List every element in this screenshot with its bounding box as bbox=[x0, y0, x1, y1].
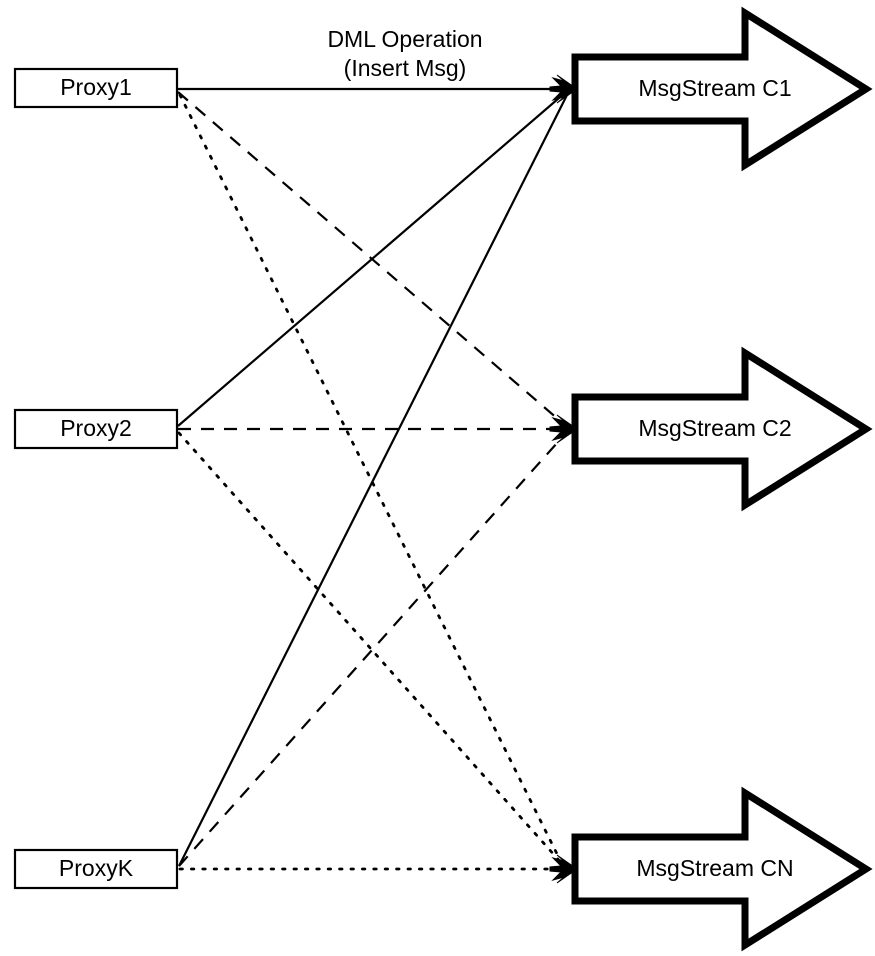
edges-layer bbox=[177, 87, 568, 871]
dml-operation-label-line1: DML Operation bbox=[327, 26, 482, 52]
proxy2-rect bbox=[13, 408, 179, 450]
edge-proxy2-to-stream-c1 bbox=[177, 91, 567, 427]
stream-cn-label: MsgStream CN bbox=[636, 855, 793, 881]
stream-cn-shape bbox=[571, 786, 873, 952]
proxyK-box[interactable]: ProxyK bbox=[13, 848, 179, 890]
arrowhead-c2 bbox=[549, 414, 578, 444]
stream-c1-shape bbox=[571, 6, 873, 172]
arrowheads-layer bbox=[549, 74, 578, 884]
stream-c1-label: MsgStream C1 bbox=[638, 75, 791, 101]
arrowhead-cn bbox=[549, 854, 578, 884]
stream-c2-shape bbox=[571, 346, 873, 512]
stream-c2-label: MsgStream C2 bbox=[638, 415, 791, 441]
stream-c1[interactable]: MsgStream C1 bbox=[571, 6, 873, 172]
proxy2-box[interactable]: Proxy2 bbox=[13, 408, 179, 450]
dml-operation-label-line2: (Insert Msg) bbox=[344, 55, 467, 81]
stream-cn[interactable]: MsgStream CN bbox=[571, 786, 873, 952]
proxy2-label: Proxy2 bbox=[60, 415, 132, 441]
annotations-layer: DML Operation (Insert Msg) bbox=[327, 26, 482, 81]
proxy1-rect bbox=[13, 67, 179, 109]
edge-proxyK-to-stream-c1 bbox=[178, 94, 568, 867]
stream-c2[interactable]: MsgStream C2 bbox=[571, 346, 873, 512]
proxyK-rect bbox=[13, 848, 179, 890]
edge-proxy2-to-stream-cn bbox=[177, 431, 566, 868]
proxyK-label: ProxyK bbox=[59, 855, 134, 881]
streams-layer: MsgStream C1 MsgStream C2 MsgStream CN bbox=[571, 6, 873, 952]
proxy1-box[interactable]: Proxy1 bbox=[13, 67, 179, 109]
edge-proxy1-to-stream-cn bbox=[178, 93, 565, 868]
proxy1-label: Proxy1 bbox=[60, 74, 132, 100]
arrowhead-c1 bbox=[549, 74, 578, 104]
edge-proxyK-to-stream-c2 bbox=[178, 432, 567, 867]
